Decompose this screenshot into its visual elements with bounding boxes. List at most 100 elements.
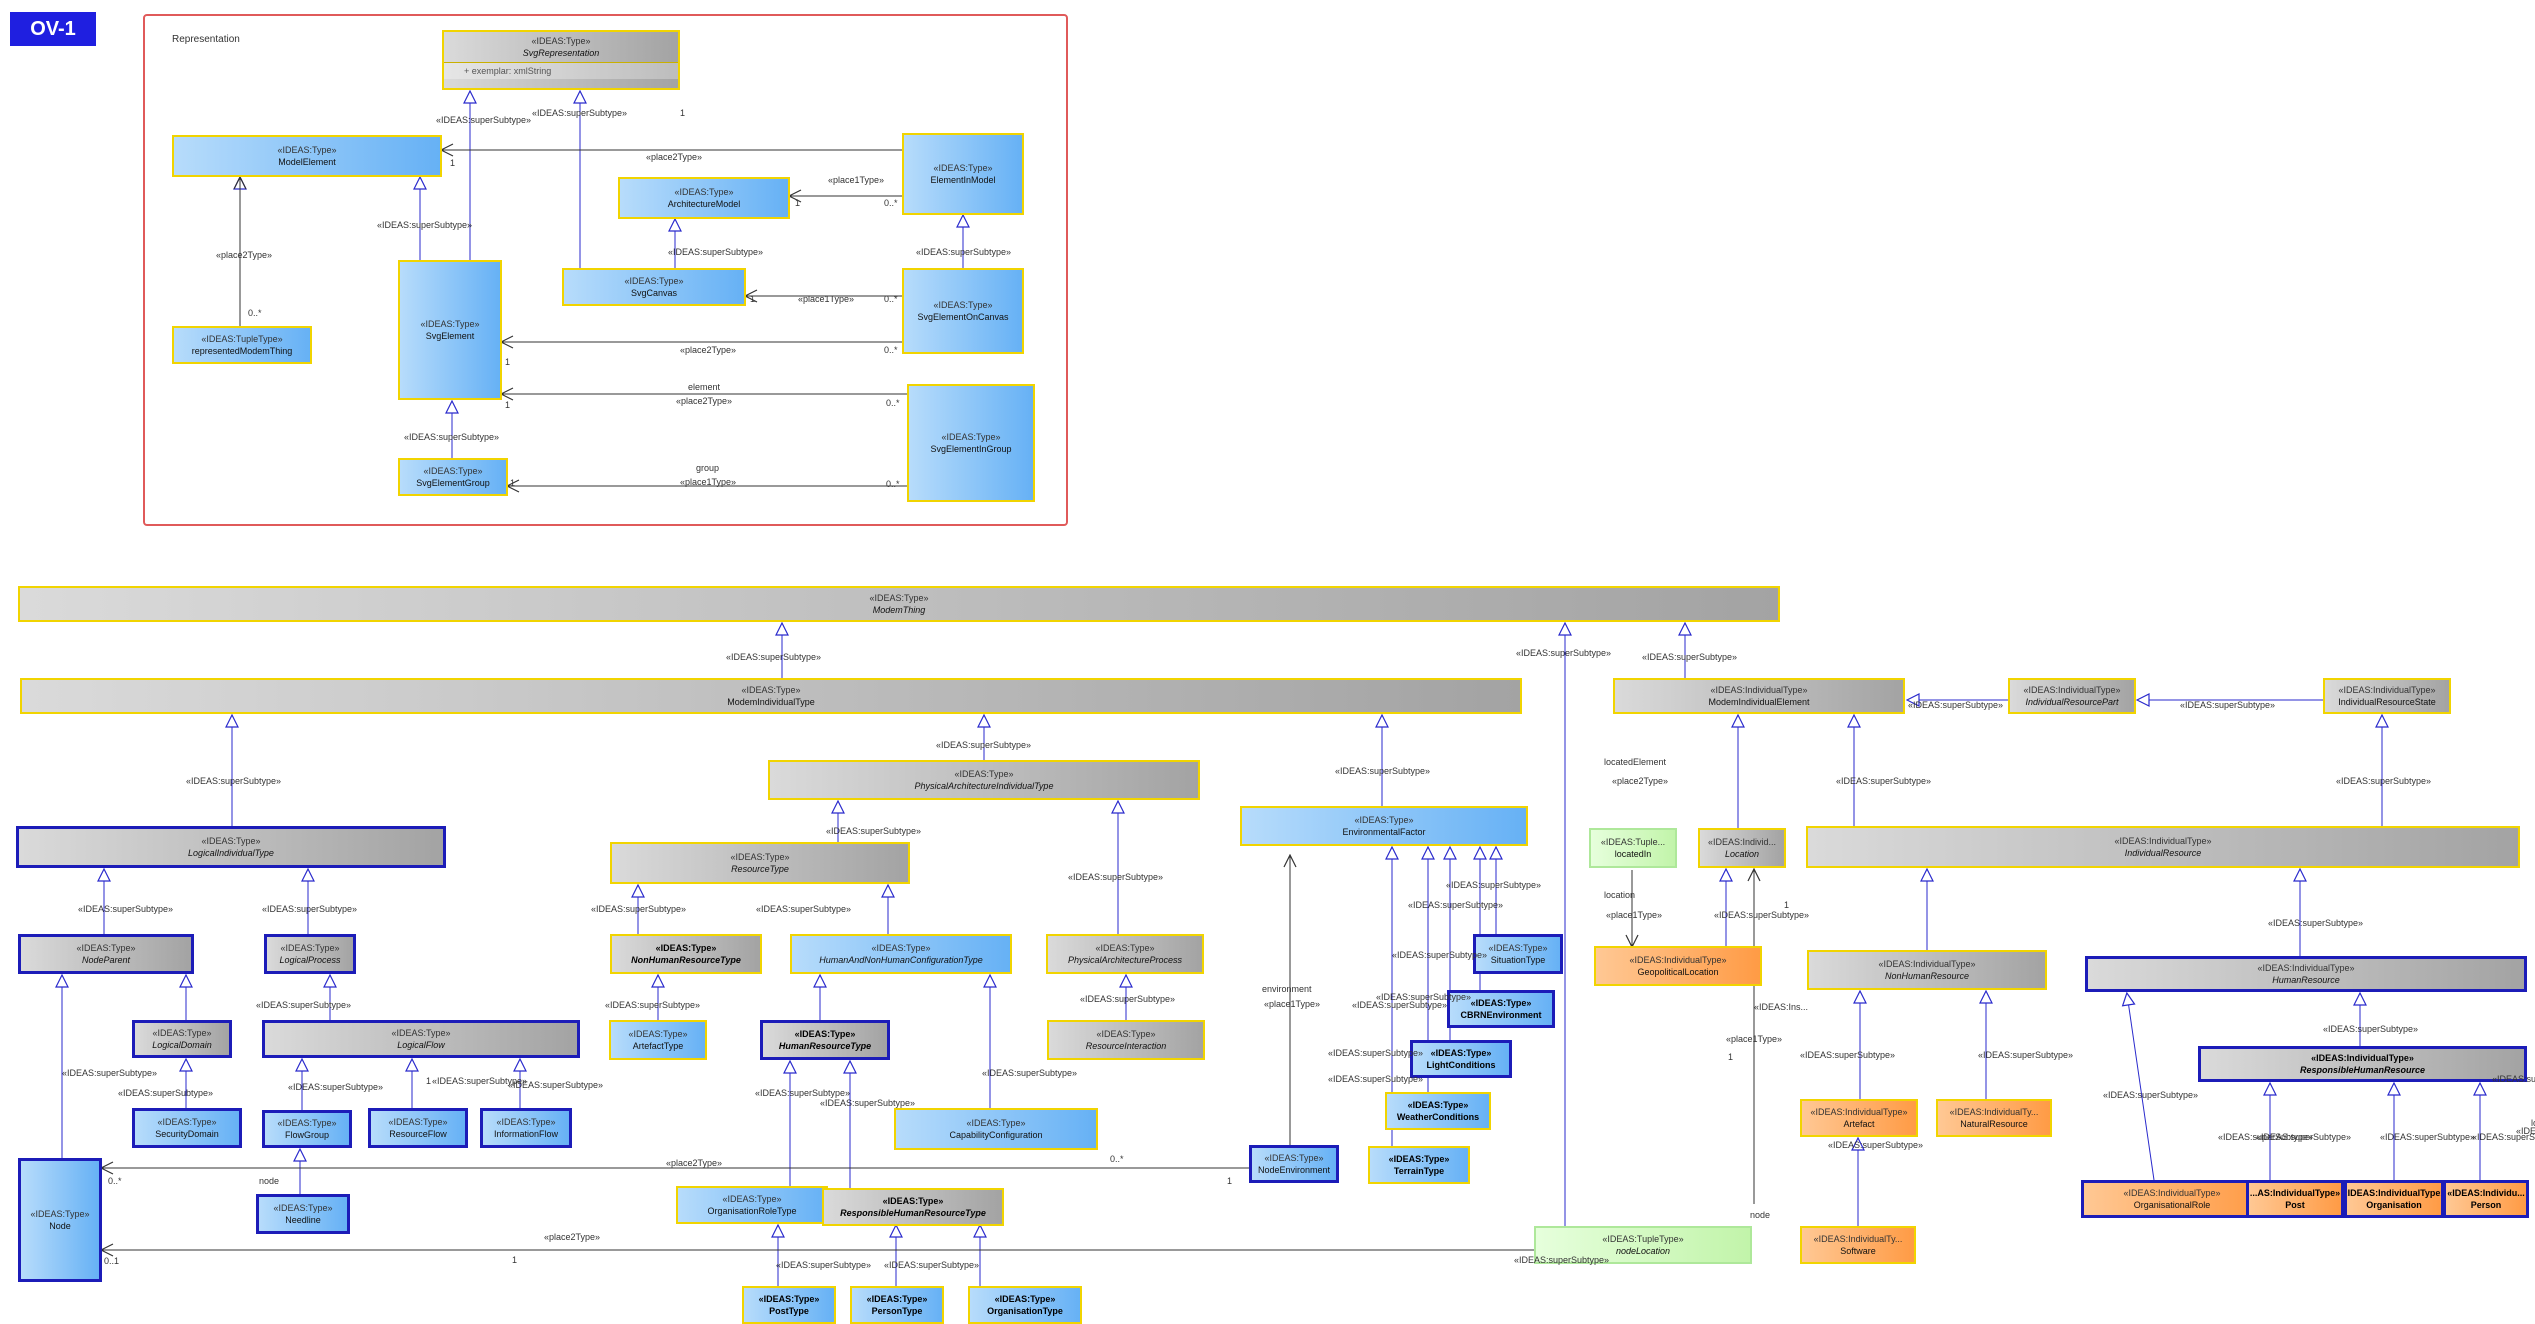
class-post[interactable]: ...AS:IndividualType»Post: [2246, 1180, 2344, 1218]
class-organisation[interactable]: «IDEAS:IndividualType»Organisation: [2344, 1180, 2444, 1218]
connector-label: «IDEAS:superSubtype»: [1328, 1048, 1424, 1058]
stereotype: «IDEAS:Type»: [933, 162, 993, 173]
stereotype: «IDEAS:Type»: [674, 186, 734, 197]
connector-label: «IDEAS:superSubtype»: [884, 1260, 980, 1270]
class-locatedin[interactable]: «IDEAS:Tuple...locatedIn: [1589, 828, 1677, 868]
stereotype: «IDEAS:Type»: [277, 144, 337, 155]
connector-label: «place1Type»: [1726, 1034, 1783, 1044]
class-software[interactable]: «IDEAS:IndividualTy...Software: [1800, 1226, 1916, 1264]
class-indresstate[interactable]: «IDEAS:IndividualType»IndividualResource…: [2323, 678, 2451, 714]
class-artefact[interactable]: «IDEAS:IndividualType»Artefact: [1800, 1099, 1918, 1137]
class-humanrestype[interactable]: «IDEAS:Type»HumanResourceType: [760, 1020, 890, 1060]
class-orgrole[interactable]: «IDEAS:IndividualType»OrganisationalRole: [2081, 1180, 2263, 1218]
connector-label: «IDEAS:superSubtype»: [1800, 1050, 1896, 1060]
class-svgcanvas[interactable]: «IDEAS:Type»SvgCanvas: [562, 268, 746, 306]
class-logicalflow[interactable]: «IDEAS:Type»LogicalFlow: [262, 1020, 580, 1058]
stereotype: «IDEAS:Type»: [423, 465, 483, 476]
connector-label: «IDEAS:superSubtype»: [605, 1000, 701, 1010]
class-person[interactable]: «IDEAS:Individu...Person: [2443, 1180, 2529, 1218]
class-capconfig[interactable]: «IDEAS:Type»CapabilityConfiguration: [894, 1108, 1098, 1150]
class-svgelementgroup[interactable]: «IDEAS:Type»SvgElementGroup: [398, 458, 508, 496]
class-hnhconfigtype[interactable]: «IDEAS:Type»HumanAndNonHumanConfiguratio…: [790, 934, 1012, 974]
class-svgelementoncanvas[interactable]: «IDEAS:Type»SvgElementOnCanvas: [902, 268, 1024, 354]
class-humanresource[interactable]: «IDEAS:IndividualType»HumanResource: [2085, 956, 2527, 992]
stereotype: «IDEAS:IndividualType»: [2338, 684, 2436, 695]
class-logicalprocess[interactable]: «IDEAS:Type»LogicalProcess: [264, 934, 356, 974]
class-modemindelement[interactable]: «IDEAS:IndividualType»ModemIndividualEle…: [1613, 678, 1905, 714]
class-modemthing[interactable]: «IDEAS:Type»ModemThing: [18, 586, 1780, 622]
class-logicalindtype[interactable]: «IDEAS:Type»LogicalIndividualType: [16, 826, 446, 868]
class-nonhumanrestype[interactable]: «IDEAS:Type»NonHumanResourceType: [610, 934, 762, 974]
stereotype: «IDEAS:Type»: [152, 1027, 212, 1038]
class-artefacttype[interactable]: «IDEAS:Type»ArtefactType: [609, 1020, 707, 1060]
class-nodelocation[interactable]: «IDEAS:TupleType»nodeLocation: [1534, 1226, 1752, 1264]
connector-label: «IDEAS:superSubtype»: [776, 1260, 872, 1270]
class-lightconditions[interactable]: «IDEAS:Type»LightConditions: [1410, 1040, 1512, 1078]
class-indrespart[interactable]: «IDEAS:IndividualType»IndividualResource…: [2008, 678, 2136, 714]
class-flowgroup[interactable]: «IDEAS:Type»FlowGroup: [262, 1110, 352, 1148]
class-cbrnenv[interactable]: «IDEAS:Type»CBRNEnvironment: [1447, 990, 1555, 1028]
class-name: ResponsibleHumanResource: [2299, 1064, 2426, 1075]
class-orgroletype[interactable]: «IDEAS:Type»OrganisationRoleType: [676, 1186, 828, 1224]
class-nonhumanresource[interactable]: «IDEAS:IndividualType»NonHumanResource: [1807, 950, 2047, 990]
class-weatherconditions[interactable]: «IDEAS:Type»WeatherConditions: [1385, 1092, 1491, 1130]
class-resinteraction[interactable]: «IDEAS:Type»ResourceInteraction: [1047, 1020, 1205, 1060]
connector-label: element: [688, 382, 721, 392]
class-name: IndividualResourcePart: [2025, 696, 2119, 707]
class-terraintype[interactable]: «IDEAS:Type»TerrainType: [1368, 1146, 1470, 1184]
class-svgrep[interactable]: «IDEAS:Type»SvgRepresentation+ exemplar:…: [442, 30, 680, 90]
class-nodeparent[interactable]: «IDEAS:Type»NodeParent: [18, 934, 194, 974]
class-informationflow[interactable]: «IDEAS:Type»InformationFlow: [480, 1108, 572, 1148]
class-name: CBRNEnvironment: [1460, 1009, 1542, 1020]
class-repmodemthing[interactable]: «IDEAS:TupleType»representedModemThing: [172, 326, 312, 364]
class-name: SvgElement: [425, 330, 475, 341]
connector-label: 0..*: [884, 294, 898, 304]
connector-label: «IDEAS:superSubtype»: [2516, 1126, 2535, 1136]
class-resourcetype[interactable]: «IDEAS:Type»ResourceType: [610, 842, 910, 884]
class-modelelement[interactable]: «IDEAS:Type»ModelElement: [172, 135, 442, 177]
class-nodeenv[interactable]: «IDEAS:Type»NodeEnvironment: [1249, 1145, 1339, 1183]
connector-label: node: [259, 1176, 280, 1186]
class-name: Software: [1840, 1245, 1876, 1256]
class-posttype[interactable]: «IDEAS:Type»PostType: [742, 1286, 836, 1324]
stereotype: «IDEAS:Type»: [954, 768, 1014, 779]
class-securitydomain[interactable]: «IDEAS:Type»SecurityDomain: [132, 1108, 242, 1148]
class-persontype[interactable]: «IDEAS:Type»PersonType: [850, 1286, 944, 1324]
class-needline[interactable]: «IDEAS:Type»Needline: [256, 1194, 350, 1234]
stereotype: «IDEAS:Type»: [869, 592, 929, 603]
diagram-badge[interactable]: OV-1: [10, 12, 96, 46]
representation-package[interactable]: [143, 14, 1068, 526]
class-physarchindtype[interactable]: «IDEAS:Type»PhysicalArchitectureIndividu…: [768, 760, 1200, 800]
class-location[interactable]: «IDEAS:Individ...Location: [1698, 828, 1786, 868]
class-name: ModelElement: [278, 156, 336, 167]
class-node[interactable]: «IDEAS:Type»Node: [18, 1158, 102, 1282]
class-orgtype[interactable]: «IDEAS:Type»OrganisationType: [968, 1286, 1082, 1324]
class-naturalresource[interactable]: «IDEAS:IndividualTy...NaturalResource: [1936, 1099, 2052, 1137]
class-resourceflow[interactable]: «IDEAS:Type»ResourceFlow: [368, 1108, 468, 1148]
class-svgelementingroup[interactable]: «IDEAS:Type»SvgElementInGroup: [907, 384, 1035, 502]
stereotype: «IDEAS:Type»: [1488, 942, 1548, 953]
class-envfactor[interactable]: «IDEAS:Type»EnvironmentalFactor: [1240, 806, 1528, 846]
class-indresource[interactable]: «IDEAS:IndividualType»IndividualResource: [1806, 826, 2520, 868]
class-logicaldomain[interactable]: «IDEAS:Type»LogicalDomain: [132, 1020, 232, 1058]
class-name: OrganisationRoleType: [707, 1205, 797, 1216]
class-name: NaturalResource: [1960, 1118, 2028, 1129]
class-svgelement[interactable]: «IDEAS:Type»SvgElement: [398, 260, 502, 400]
class-geolocation[interactable]: «IDEAS:IndividualType»GeopoliticalLocati…: [1594, 946, 1762, 986]
generalization-connector-42[interactable]: [2127, 994, 2155, 1181]
connector-label: «IDEAS:superSubtype»: [186, 776, 282, 786]
class-modemindtype[interactable]: «IDEAS:Type»ModemIndividualType: [20, 678, 1522, 714]
connector-label: 1: [510, 478, 516, 488]
class-physarchprocess[interactable]: «IDEAS:Type»PhysicalArchitectureProcess: [1046, 934, 1204, 974]
class-resphumanres[interactable]: «IDEAS:IndividualType»ResponsibleHumanRe…: [2198, 1046, 2527, 1082]
connector-label: «IDEAS:superSubtype»: [982, 1068, 1078, 1078]
class-name: NodeEnvironment: [1257, 1164, 1331, 1175]
class-resphumanrestype[interactable]: «IDEAS:Type»ResponsibleHumanResourceType: [822, 1188, 1004, 1226]
class-archmodel[interactable]: «IDEAS:Type»ArchitectureModel: [618, 177, 790, 219]
connector-label: 0..*: [886, 398, 900, 408]
class-elementinmodel[interactable]: «IDEAS:Type»ElementInModel: [902, 133, 1024, 215]
connector-label: «place2Type»: [666, 1158, 723, 1168]
stereotype: «IDEAS:Type»: [871, 942, 931, 953]
class-name: SecurityDomain: [155, 1128, 219, 1139]
class-situationtype[interactable]: «IDEAS:Type»SituationType: [1473, 934, 1563, 974]
